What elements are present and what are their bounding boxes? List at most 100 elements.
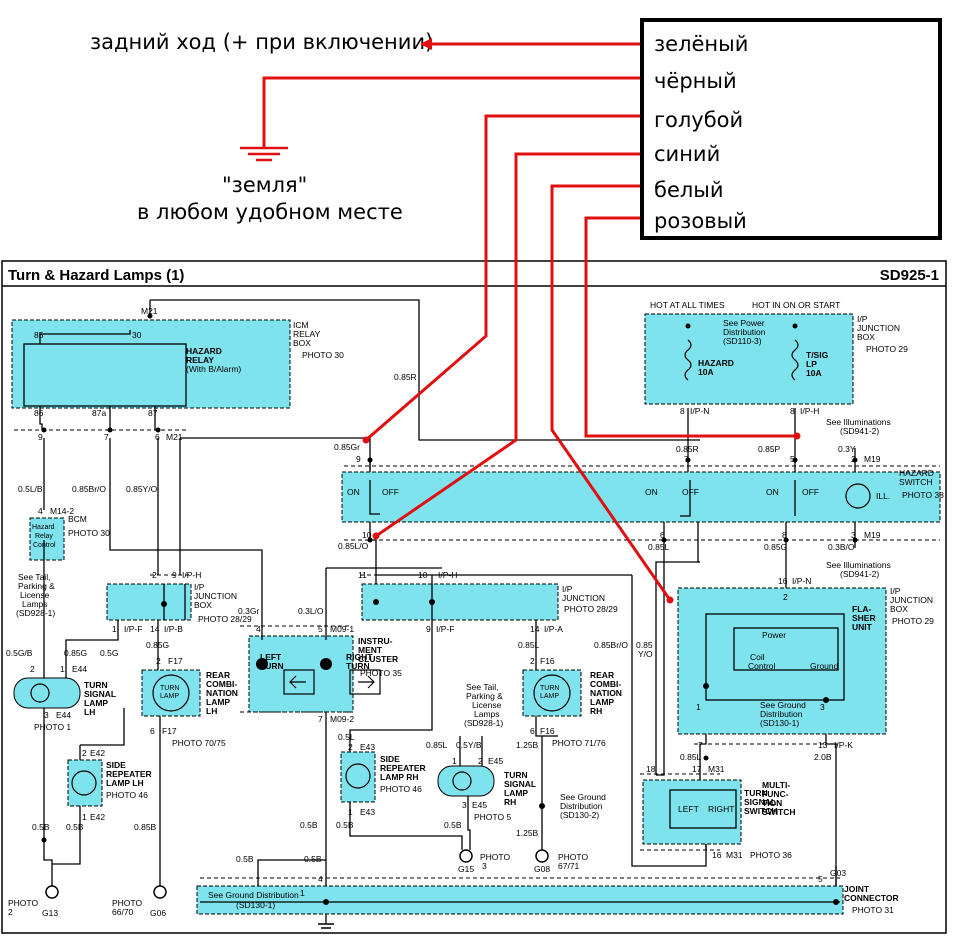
svg-text:0.85R: 0.85R xyxy=(394,372,417,382)
svg-text:I/P-F: I/P-F xyxy=(436,624,454,634)
ground-annotation-quote: "земля" xyxy=(222,173,308,197)
svg-text:INSTRU-: INSTRU- xyxy=(358,636,393,646)
svg-text:I/P-H: I/P-H xyxy=(182,570,201,580)
svg-text:5: 5 xyxy=(318,624,323,634)
svg-text:OFF: OFF xyxy=(802,487,819,497)
svg-text:PHOTO: PHOTO xyxy=(8,898,38,908)
svg-text:(SD941-2): (SD941-2) xyxy=(840,569,879,579)
svg-text:7: 7 xyxy=(698,740,703,750)
svg-text:JOINT: JOINT xyxy=(844,884,870,894)
svg-text:LAMP: LAMP xyxy=(590,697,614,707)
svg-text:E45: E45 xyxy=(488,756,503,766)
svg-text:Coil: Coil xyxy=(750,652,765,662)
svg-text:I/P: I/P xyxy=(194,582,205,592)
illumination-lamp-icon xyxy=(845,483,871,509)
svg-text:ON: ON xyxy=(645,487,658,497)
svg-text:0.85L/O: 0.85L/O xyxy=(338,541,369,551)
bcm-box xyxy=(29,517,65,561)
svg-text:SIDE: SIDE xyxy=(106,760,126,770)
svg-text:M19: M19 xyxy=(864,530,881,540)
svg-text:Parking &: Parking & xyxy=(466,691,503,701)
svg-text:3: 3 xyxy=(851,530,856,540)
svg-text:COMBI-: COMBI- xyxy=(206,679,237,689)
svg-text:0.85G: 0.85G xyxy=(764,542,787,552)
svg-text:0.85G: 0.85G xyxy=(64,648,87,658)
svg-text:PHOTO 5: PHOTO 5 xyxy=(474,812,511,822)
svg-text:1: 1 xyxy=(452,756,457,766)
svg-text:2: 2 xyxy=(348,742,353,752)
svg-text:2: 2 xyxy=(851,454,856,464)
svg-text:66/70: 66/70 xyxy=(112,907,134,917)
svg-text:(SD928-1): (SD928-1) xyxy=(16,608,55,618)
svg-text:1: 1 xyxy=(112,624,117,634)
svg-text:2: 2 xyxy=(783,592,788,602)
legend-lightblue: голубой xyxy=(654,108,744,132)
svg-text:TION: TION xyxy=(762,798,782,808)
svg-text:See Tail,: See Tail, xyxy=(466,682,498,692)
svg-text:TURN: TURN xyxy=(540,685,559,692)
svg-text:LP: LP xyxy=(806,359,817,369)
svg-text:2: 2 xyxy=(152,570,157,580)
svg-text:NATION: NATION xyxy=(590,688,622,698)
icm-relay-box xyxy=(11,319,291,409)
svg-text:Ground: Ground xyxy=(810,661,839,671)
svg-text:9: 9 xyxy=(426,624,431,634)
svg-text:2.0B: 2.0B xyxy=(814,752,832,762)
svg-text:Power: Power xyxy=(762,630,786,640)
svg-text:0.5B: 0.5B xyxy=(66,822,84,832)
svg-text:E45: E45 xyxy=(472,800,487,810)
svg-text:9: 9 xyxy=(172,570,177,580)
svg-text:0.85L: 0.85L xyxy=(426,740,448,750)
svg-text:0.85Br/O: 0.85Br/O xyxy=(72,484,106,494)
svg-text:M21: M21 xyxy=(141,306,158,316)
legend-black: чёрный xyxy=(654,69,737,93)
svg-text:0.5G/B: 0.5G/B xyxy=(6,648,33,658)
svg-text:9: 9 xyxy=(38,432,43,442)
svg-text:PHOTO 28/29: PHOTO 28/29 xyxy=(198,614,252,624)
svg-text:License: License xyxy=(472,700,502,710)
svg-text:See Power: See Power xyxy=(723,318,765,328)
svg-text:BOX: BOX xyxy=(857,332,875,342)
svg-text:3: 3 xyxy=(462,800,467,810)
svg-text:14: 14 xyxy=(530,624,540,634)
svg-text:G13: G13 xyxy=(42,908,58,918)
svg-text:See Ground: See Ground xyxy=(760,700,806,710)
svg-text:M19: M19 xyxy=(864,454,881,464)
svg-text:ON: ON xyxy=(766,487,779,497)
svg-text:LEFT: LEFT xyxy=(260,652,282,662)
svg-text:SWITCH: SWITCH xyxy=(899,477,933,487)
flasher-unit-box xyxy=(677,587,887,735)
svg-text:(SD110-3): (SD110-3) xyxy=(723,336,762,346)
svg-text:2: 2 xyxy=(8,907,13,917)
svg-text:I/P-F: I/P-F xyxy=(124,624,142,634)
svg-text:10: 10 xyxy=(362,530,372,540)
svg-text:PHOTO 38: PHOTO 38 xyxy=(902,490,944,500)
svg-text:6: 6 xyxy=(660,530,665,540)
svg-text:REAR: REAR xyxy=(206,670,230,680)
red-wires xyxy=(262,42,797,601)
svg-text:SIDE: SIDE xyxy=(380,754,400,764)
svg-text:17: 17 xyxy=(692,764,702,774)
svg-text:HAZARD: HAZARD xyxy=(186,346,222,356)
svg-text:HOT AT ALL TIMES: HOT AT ALL TIMES xyxy=(650,300,725,310)
svg-text:1.25B: 1.25B xyxy=(516,740,539,750)
svg-text:10A: 10A xyxy=(698,367,714,377)
svg-text:8: 8 xyxy=(782,530,787,540)
multi-function-switch-box xyxy=(642,779,742,845)
svg-text:67/71: 67/71 xyxy=(558,861,580,871)
diagram-code: SD925-1 xyxy=(880,267,939,284)
svg-text:F17: F17 xyxy=(162,726,177,736)
svg-text:0.5L/B: 0.5L/B xyxy=(18,484,43,494)
svg-text:TURN: TURN xyxy=(504,770,528,780)
svg-text:7: 7 xyxy=(684,454,689,464)
svg-text:I/P-H: I/P-H xyxy=(438,570,457,580)
svg-text:PHOTO 46: PHOTO 46 xyxy=(106,790,148,800)
svg-text:CONNECTOR: CONNECTOR xyxy=(844,893,899,903)
svg-text:PHOTO 30: PHOTO 30 xyxy=(302,350,344,360)
svg-text:10A: 10A xyxy=(806,368,822,378)
svg-text:LAMP RH: LAMP RH xyxy=(380,772,419,782)
svg-text:FUNC-: FUNC- xyxy=(762,789,789,799)
svg-text:Control: Control xyxy=(748,661,776,671)
svg-text:I/P-K: I/P-K xyxy=(834,740,853,750)
